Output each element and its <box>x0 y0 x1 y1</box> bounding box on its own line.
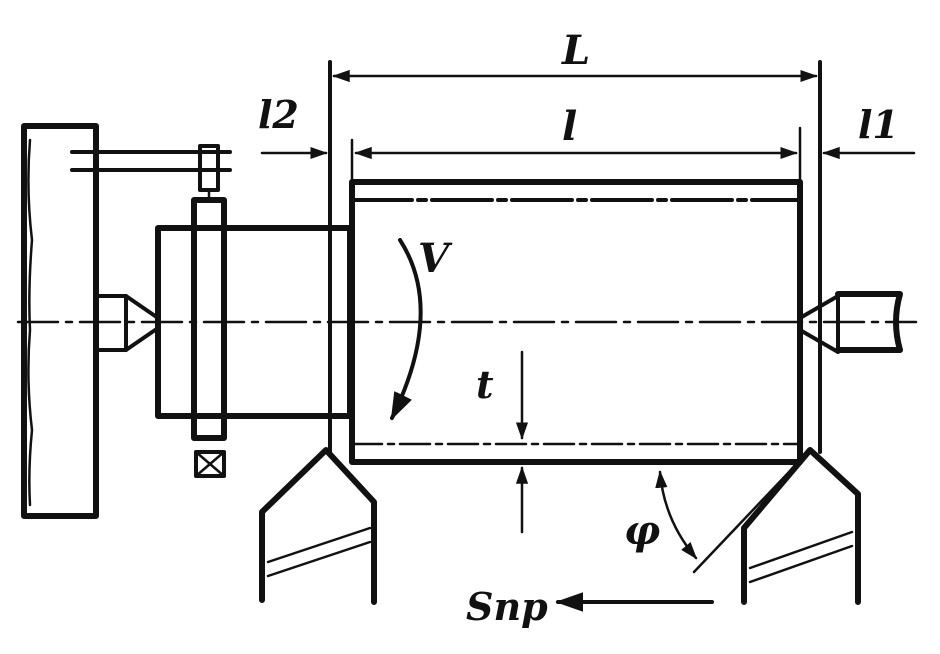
dimension-L-label: L <box>561 27 590 74</box>
depth-label: t <box>476 362 494 407</box>
right-cutting-tool <box>741 447 861 605</box>
dimension-l-label: l <box>562 103 577 150</box>
dimension-l2-label: l2 <box>258 92 299 137</box>
left-cutting-tool <box>259 447 377 605</box>
rotation-arrow <box>390 238 423 421</box>
dimension-l1-label: l1 <box>858 102 899 147</box>
lathe-dog <box>70 144 232 478</box>
extension-lines <box>328 60 822 454</box>
angle-phi <box>655 450 810 574</box>
speed-label: V <box>418 235 453 282</box>
feed-label: Snp <box>466 584 548 629</box>
angle-label: φ <box>624 507 660 554</box>
